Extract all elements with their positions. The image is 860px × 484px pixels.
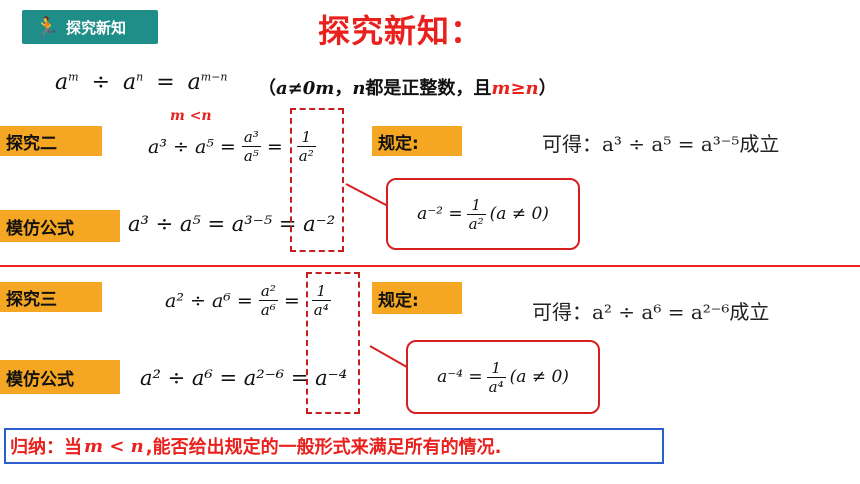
summary-suffix: ,能否给出规定的一般形式来满足所有的情况. [145,437,502,458]
section3-highlight-box [306,272,360,414]
section3-rule-label: 规定: [372,282,462,314]
badge-label: 探究新知 [66,18,127,37]
section2-model-label: 模仿公式 [0,210,120,242]
summary-condition: m < n [84,435,144,457]
rule-formula: am ÷ an = am−n [55,70,228,95]
section2-note: m <n [170,108,212,124]
page-title: 探究新知： [318,12,484,50]
section3-callout-pointer [369,345,413,371]
section3-label: 探究三 [0,282,102,312]
section3-model-equation: a² ÷ a⁶ = a²⁻⁶ = a⁻⁴ [140,366,348,390]
rule-condition: （a≠0m，n都是正整数，且m≥n） [258,78,557,99]
section2-model-equation: a³ ÷ a⁵ = a³⁻⁵ = a⁻² [128,212,336,236]
section3-model-label: 模仿公式 [0,360,120,394]
runner-icon: 🏃 [34,15,60,39]
section2-callout-pointer [345,183,389,207]
summary-prefix: 归纳：当 [10,437,82,458]
separator-line [0,265,860,267]
section2-result: 可得：a³ ÷ a⁵ = a³⁻⁵成立 [542,132,780,156]
section2-label: 探究二 [0,126,102,156]
section2-rule-label: 规定: [372,126,462,156]
section2-highlight-box [290,108,344,252]
section3-result: 可得：a² ÷ a⁶ = a²⁻⁶成立 [532,300,770,324]
summary-box: 归纳：当 m < n ,能否给出规定的一般形式来满足所有的情况. [4,428,664,464]
section-badge: 🏃 探究新知 [22,10,158,44]
